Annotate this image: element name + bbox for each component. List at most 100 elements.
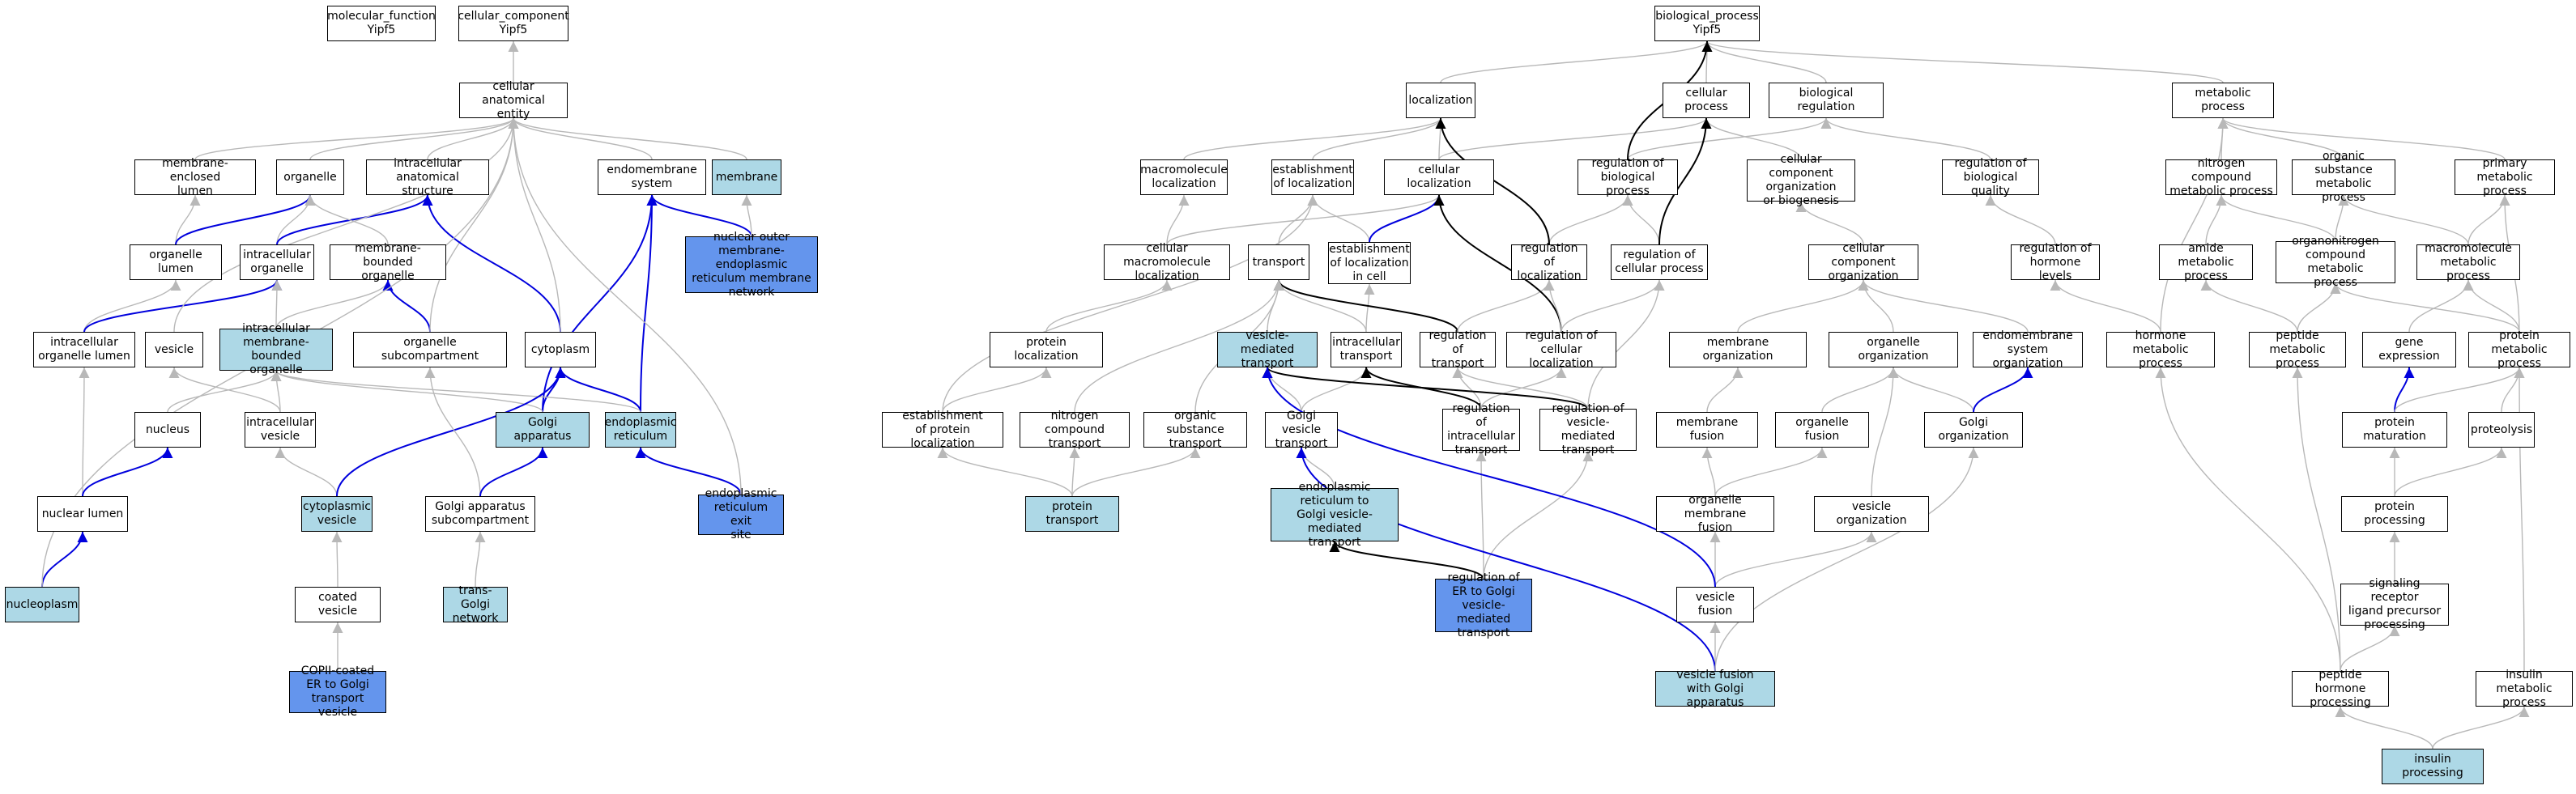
edge-is-a [1701, 447, 1716, 497]
node-hormone-metabolic-process[interactable]: hormone metabolic process [2106, 329, 2215, 370]
node-regulation-of-cellular-localization[interactable]: regulation of cellular localization [1506, 329, 1616, 370]
node-coated-vesicle[interactable]: coated vesicle [295, 587, 381, 622]
node-insulin-processing[interactable]: insulin processing [2382, 749, 2484, 784]
node-regulation-of-hormone-levels[interactable]: regulation of hormone levels [2011, 242, 2100, 282]
node-golgi-vesicle-transport[interactable]: Golgi vesicle transport [1265, 410, 1338, 450]
node-intracellular-membrane-bounded-organelle[interactable]: intracellular membrane-bounded organelle [219, 322, 333, 376]
node-intracellular-vesicle[interactable]: intracellular vesicle [245, 412, 316, 448]
node-regulation-of-er-to-golgi-vesicle-mediated-transport[interactable]: regulation of ER to Golgi vesicle-mediat… [1435, 571, 1532, 639]
edge-is-a [937, 447, 1073, 497]
node-cellular-process[interactable]: cellular process [1663, 83, 1750, 118]
node-trans-golgi-network[interactable]: trans-Golgi network [443, 584, 508, 625]
node-regulation-of-biological-process[interactable]: regulation of biological process [1578, 157, 1678, 197]
node-nitrogen-compound-metabolic-process[interactable]: nitrogen compound metabolic process [2165, 157, 2277, 197]
node-membrane[interactable]: membrane [712, 159, 781, 195]
node-primary-metabolic-process[interactable]: primary metabolic process [2455, 157, 2555, 197]
node-localization[interactable]: localization [1406, 83, 1475, 118]
node-golgi-apparatus-subcompartment[interactable]: Golgi apparatus subcompartment [425, 496, 535, 532]
node-nitrogen-compound-transport[interactable]: nitrogen compound transport [1020, 410, 1130, 450]
node-peptide-metabolic-process[interactable]: peptide metabolic process [2249, 329, 2346, 370]
node-nuclear-lumen[interactable]: nuclear lumen [37, 496, 128, 532]
edge-is-a [429, 117, 519, 333]
node-regulation-of-intracellular-transport[interactable]: regulation of intracellular transport [1442, 402, 1520, 456]
node-organelle-organization[interactable]: organelle organization [1829, 332, 1958, 367]
node-nuclear-outer-membrane-er-network[interactable]: nuclear outer membrane-endoplasmic retic… [685, 231, 818, 299]
node-amide-metabolic-process[interactable]: amide metabolic process [2159, 242, 2253, 282]
node-intracellular-organelle-lumen[interactable]: intracellular organelle lumen [33, 332, 135, 367]
node-cellular-component-organization[interactable]: cellular component organization [1808, 242, 1918, 282]
node-regulation-of-localization[interactable]: regulation of localization [1511, 242, 1587, 282]
node-cytoplasm[interactable]: cytoplasm [525, 332, 596, 367]
node-nucleus[interactable]: nucleus [134, 412, 201, 448]
node-protein-maturation[interactable]: protein maturation [2342, 412, 2447, 448]
node-metabolic-process[interactable]: metabolic process [2172, 83, 2274, 118]
node-regulation-of-transport[interactable]: regulation of transport [1420, 329, 1496, 370]
node-vesicle[interactable]: vesicle [145, 332, 203, 367]
node-cellular-component[interactable]: cellular_component Yipf5 [458, 6, 569, 41]
node-cellular-anatomical-entity[interactable]: cellular anatomical entity [459, 80, 568, 121]
node-peptide-hormone-processing[interactable]: peptide hormone processing [2292, 669, 2389, 709]
edge-part-of [276, 194, 433, 245]
node-intracellular-transport[interactable]: intracellular transport [1331, 332, 1402, 367]
node-endoplasmic-reticulum[interactable]: endoplasmic reticulum [605, 412, 676, 448]
node-organelle-membrane-fusion[interactable]: organelle membrane fusion [1656, 494, 1774, 534]
node-golgi-apparatus[interactable]: Golgi apparatus [496, 412, 590, 448]
node-gene-expression[interactable]: gene expression [2362, 332, 2456, 367]
node-copii-coated-er-to-golgi-transport-vesicle[interactable]: COPII-coated ER to Golgi transport vesic… [289, 664, 386, 719]
edge-is-a [508, 117, 742, 495]
node-vesicle-fusion[interactable]: vesicle fusion [1676, 587, 1754, 622]
node-membrane-bounded-organelle[interactable]: membrane-bounded organelle [330, 242, 446, 282]
edge-is-a [1307, 194, 1370, 243]
edge-is-a [2160, 117, 2229, 333]
node-regulation-of-cellular-process[interactable]: regulation of cellular process [1611, 244, 1708, 280]
node-membrane-organization[interactable]: membrane organization [1669, 332, 1807, 367]
node-cytoplasmic-vesicle[interactable]: cytoplasmic vesicle [301, 496, 373, 532]
node-regulation-of-vesicle-mediated-transport[interactable]: regulation of vesicle-mediated transport [1539, 402, 1637, 456]
node-biological-regulation[interactable]: biological regulation [1769, 83, 1884, 118]
node-cellular-macromolecule-localization[interactable]: cellular macromolecule localization [1104, 242, 1230, 282]
node-protein-localization[interactable]: protein localization [990, 332, 1103, 367]
node-organelle-subcompartment[interactable]: organelle subcompartment [353, 332, 507, 367]
node-organonitrogen-compound-metabolic-process[interactable]: organonitrogen compound metabolic proces… [2276, 235, 2395, 289]
node-nucleoplasm[interactable]: nucleoplasm [5, 587, 79, 622]
node-organelle-fusion[interactable]: organelle fusion [1775, 412, 1869, 448]
node-macromolecule-localization[interactable]: macromolecule localization [1140, 159, 1228, 195]
node-intracellular-organelle[interactable]: intracellular organelle [240, 244, 314, 280]
node-membrane-enclosed-lumen[interactable]: membrane-enclosed lumen [134, 157, 256, 197]
node-er-to-golgi-vesicle-mediated-transport[interactable]: endoplasmic reticulum to Golgi vesicle-m… [1271, 481, 1399, 549]
edge-is-a [508, 117, 561, 333]
node-establishment-of-localization[interactable]: establishment of localization [1271, 159, 1354, 195]
node-organelle[interactable]: organelle [276, 159, 344, 195]
node-transport[interactable]: transport [1248, 244, 1309, 280]
node-signaling-receptor-ligand-precursor-processing[interactable]: signaling receptor ligand precursor proc… [2340, 577, 2449, 631]
edge-part-of [479, 447, 548, 497]
node-golgi-organization[interactable]: Golgi organization [1924, 412, 2023, 448]
node-protein-processing[interactable]: protein processing [2341, 496, 2448, 532]
node-intracellular-anatomical-structure[interactable]: intracellular anatomical structure [366, 157, 489, 197]
node-establishment-of-protein-localization[interactable]: establishment of protein localization [882, 410, 1003, 450]
node-endomembrane-system-organization[interactable]: endomembrane system organization [1973, 329, 2083, 370]
node-insulin-metabolic-process[interactable]: insulin metabolic process [2476, 669, 2573, 709]
node-proteolysis[interactable]: proteolysis [2468, 412, 2535, 448]
node-cellular-localization[interactable]: cellular localization [1384, 159, 1494, 195]
node-er-exit-site[interactable]: endoplasmic reticulum exit site [698, 487, 784, 541]
node-regulation-of-biological-quality[interactable]: regulation of biological quality [1942, 157, 2039, 197]
node-organic-substance-metabolic-process[interactable]: organic substance metabolic process [2292, 150, 2395, 204]
node-vesicle-organization[interactable]: vesicle organization [1814, 496, 1929, 532]
node-vesicle-fusion-with-golgi-apparatus[interactable]: vesicle fusion with Golgi apparatus [1655, 669, 1775, 709]
node-vesicle-mediated-transport[interactable]: vesicle-mediated transport [1217, 329, 1318, 370]
node-membrane-fusion[interactable]: membrane fusion [1656, 412, 1758, 448]
node-cellular-component-organization-or-biogenesis[interactable]: cellular component organization or bioge… [1747, 153, 1855, 207]
node-protein-transport[interactable]: protein transport [1025, 496, 1119, 532]
edge-is-a [1701, 40, 1827, 83]
node-organelle-lumen[interactable]: organelle lumen [130, 244, 222, 280]
node-protein-metabolic-process[interactable]: protein metabolic process [2468, 329, 2570, 370]
node-molecular-function[interactable]: molecular_function Yipf5 [327, 6, 436, 41]
node-organic-substance-transport[interactable]: organic substance transport [1143, 410, 1247, 450]
edge-is-a [1071, 447, 1201, 497]
node-endomembrane-system[interactable]: endomembrane system [598, 159, 706, 195]
node-biological-process[interactable]: biological_process Yipf5 [1654, 6, 1760, 41]
node-macromolecule-metabolic-process[interactable]: macromolecule metabolic process [2416, 242, 2520, 282]
node-establishment-of-localization-in-cell[interactable]: establishment of localization in cell [1328, 242, 1411, 284]
